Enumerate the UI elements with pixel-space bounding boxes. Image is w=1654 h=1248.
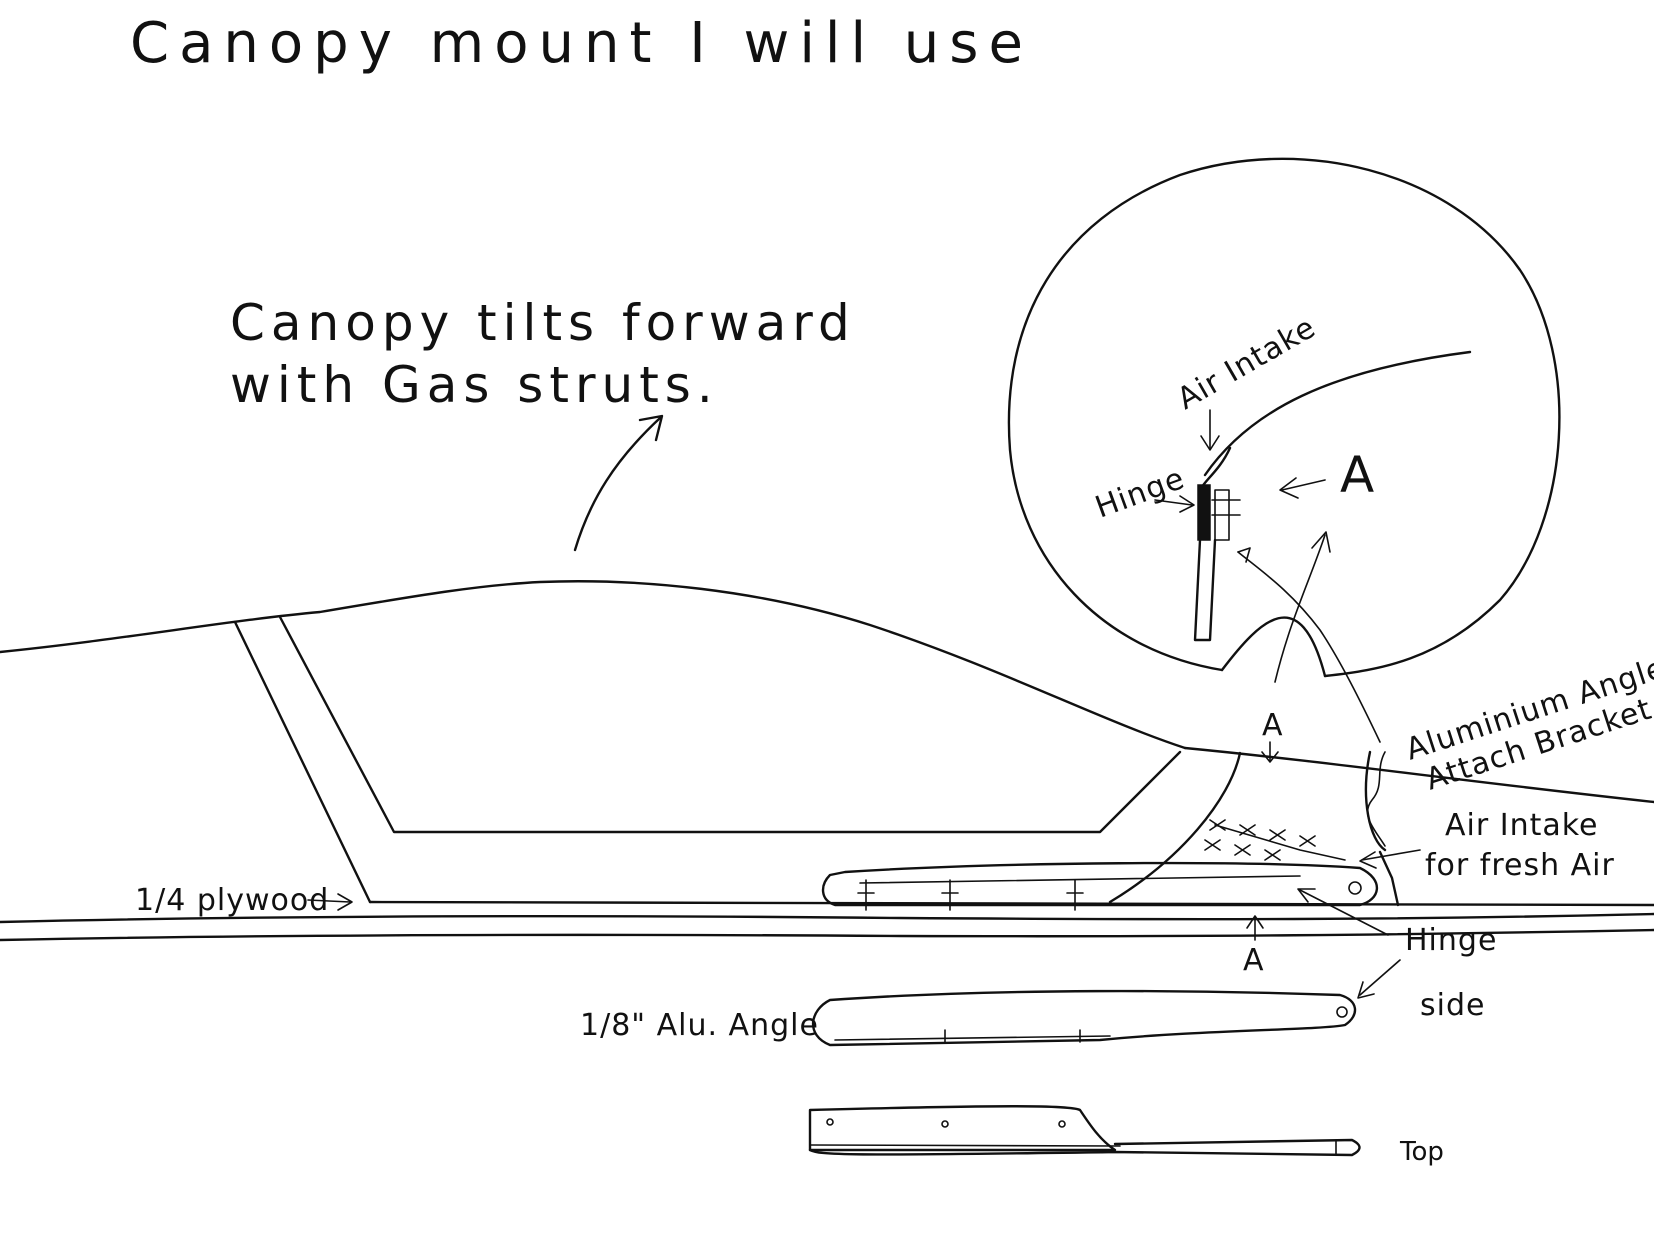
- alu-angle-side-view: [811, 989, 1357, 1047]
- top-view-label: Top: [1399, 1137, 1444, 1167]
- hinge-label: Hinge: [1405, 923, 1497, 958]
- detail-air-intake-arrow: [1200, 409, 1220, 451]
- note-line-1: Canopy tilts forward: [230, 294, 856, 352]
- tilt-arrow: [573, 414, 664, 552]
- section-a-bottom-arrow: [1246, 915, 1264, 941]
- bracket-brace: [1366, 751, 1386, 847]
- section-a-bottom: A: [1243, 943, 1265, 978]
- section-a-top: A: [1262, 708, 1284, 743]
- section-a-top-arrow: [1261, 741, 1279, 763]
- plywood-label: 1/4 plywood: [135, 883, 329, 918]
- installed-bracket: [821, 861, 1379, 911]
- plywood-arrow: [307, 893, 353, 911]
- note-line-2: with Gas struts.: [230, 356, 719, 414]
- hinge-arrows: [1297, 888, 1401, 999]
- detail-section-arrow: [1279, 477, 1326, 499]
- detail-air-intake-label: Air Intake: [1172, 310, 1322, 417]
- canopy-outline: [0, 580, 1187, 904]
- alu-angle-top-view: [808, 1105, 1361, 1157]
- alu-angle-label: 1/8" Alu. Angle: [580, 1008, 819, 1043]
- detail-circle: [1007, 157, 1561, 678]
- fresh-air-label-1: Air Intake: [1445, 808, 1599, 843]
- sketch-title: Canopy mount I will use: [130, 11, 1033, 76]
- fresh-air-arrow: [1359, 849, 1421, 869]
- detail-hinge-arrow: [1154, 495, 1195, 513]
- detail-section-mark: A: [1340, 446, 1380, 504]
- fresh-air-label-2: for fresh Air: [1425, 848, 1615, 883]
- fuselage-deck: [0, 746, 1654, 942]
- detail-canopy-edge: [1193, 350, 1472, 642]
- detail-pointer-arrows: [1237, 531, 1381, 743]
- detail-hinge-label: Hinge: [1091, 461, 1190, 525]
- side-view-label: side: [1420, 988, 1485, 1023]
